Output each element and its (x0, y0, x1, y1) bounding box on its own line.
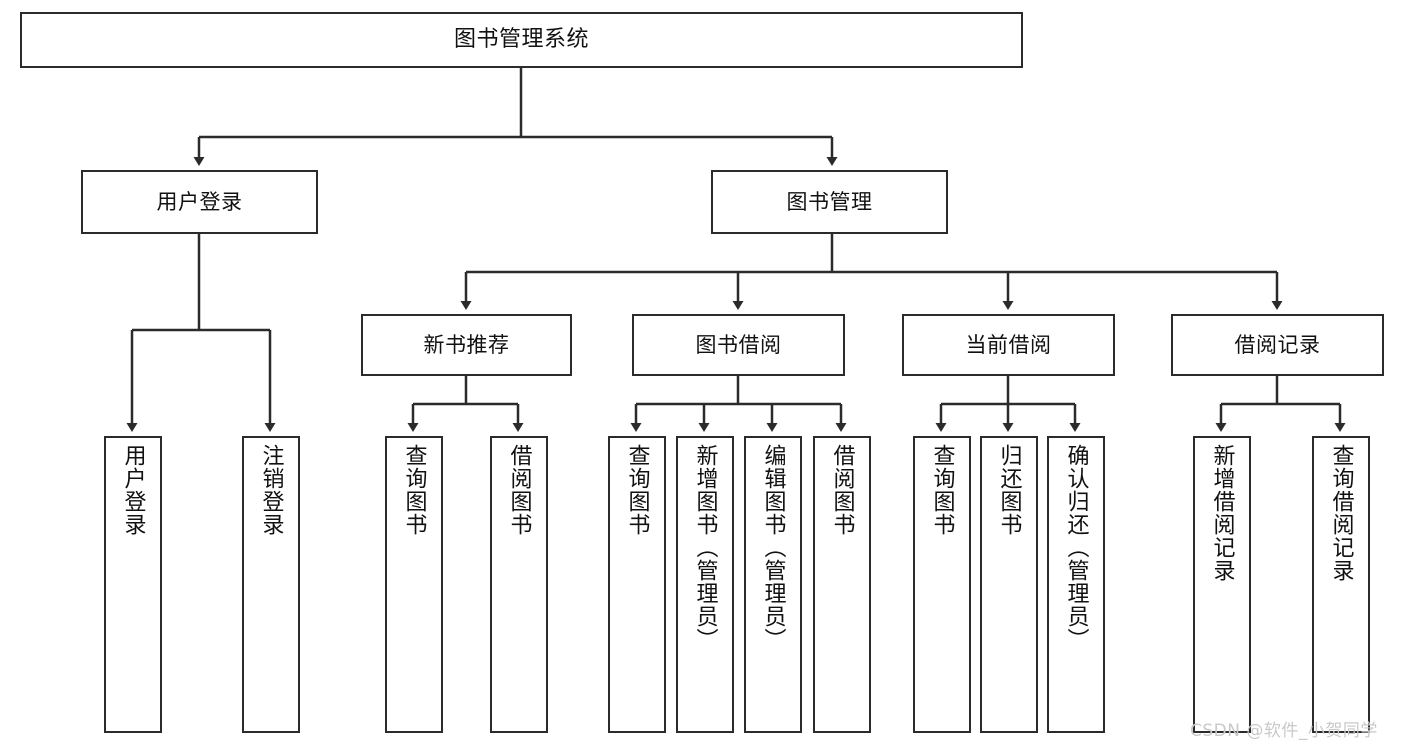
leaf-borrow-borrow-book[interactable]: 借阅图书 (813, 436, 871, 733)
leaf-user-login-login-label: 用户登录 (120, 444, 146, 536)
csdn-watermark: CSDN @软件_小贺同学 (1190, 721, 1378, 741)
node-book-borrow[interactable]: 图书借阅 (632, 314, 845, 376)
leaf-current-return-book-label: 归还图书 (996, 444, 1022, 536)
node-current-borrow-label: 当前借阅 (965, 332, 1052, 357)
node-current-borrow[interactable]: 当前借阅 (902, 314, 1115, 376)
leaf-borrow-query-book[interactable]: 查询图书 (608, 436, 666, 733)
leaf-current-query-book-label: 查询图书 (929, 444, 955, 536)
leaf-record-add[interactable]: 新增借阅记录 (1193, 436, 1251, 733)
leaf-current-confirm-return[interactable]: 确认归还（管理员） (1047, 436, 1105, 733)
leaf-borrow-add-book[interactable]: 新增图书（管理员） (676, 436, 734, 733)
leaf-new-book-query[interactable]: 查询图书 (385, 436, 443, 733)
node-root-label: 图书管理系统 (453, 26, 589, 52)
leaf-current-confirm-return-label: 确认归还（管理员） (1063, 444, 1089, 651)
leaf-new-book-borrow-label: 借阅图书 (506, 444, 532, 536)
node-new-book-recommend[interactable]: 新书推荐 (361, 314, 572, 376)
leaf-new-book-query-label: 查询图书 (401, 444, 427, 536)
leaf-user-login-logout-label: 注销登录 (258, 444, 284, 536)
leaf-borrow-edit-book[interactable]: 编辑图书（管理员） (744, 436, 802, 733)
leaf-current-query-book[interactable]: 查询图书 (913, 436, 971, 733)
node-book-borrow-label: 图书借阅 (695, 332, 782, 357)
node-book-manage-label: 图书管理 (786, 189, 873, 214)
node-borrow-record-label: 借阅记录 (1234, 332, 1321, 357)
leaf-user-login-logout[interactable]: 注销登录 (242, 436, 300, 733)
node-new-book-recommend-label: 新书推荐 (423, 332, 510, 357)
node-root[interactable]: 图书管理系统 (20, 12, 1023, 68)
leaf-user-login-login[interactable]: 用户登录 (104, 436, 162, 733)
node-book-manage[interactable]: 图书管理 (711, 170, 948, 234)
leaf-borrow-edit-book-label: 编辑图书（管理员） (760, 444, 786, 651)
node-borrow-record[interactable]: 借阅记录 (1171, 314, 1384, 376)
leaf-record-query[interactable]: 查询借阅记录 (1312, 436, 1370, 733)
leaf-new-book-borrow[interactable]: 借阅图书 (490, 436, 548, 733)
leaf-record-query-label: 查询借阅记录 (1328, 444, 1354, 582)
leaf-current-return-book[interactable]: 归还图书 (980, 436, 1038, 733)
node-user-login-label: 用户登录 (156, 189, 243, 214)
leaf-borrow-borrow-book-label: 借阅图书 (829, 444, 855, 536)
node-user-login[interactable]: 用户登录 (81, 170, 318, 234)
leaf-borrow-add-book-label: 新增图书（管理员） (692, 444, 718, 651)
leaf-record-add-label: 新增借阅记录 (1209, 444, 1235, 582)
leaf-borrow-query-book-label: 查询图书 (624, 444, 650, 536)
